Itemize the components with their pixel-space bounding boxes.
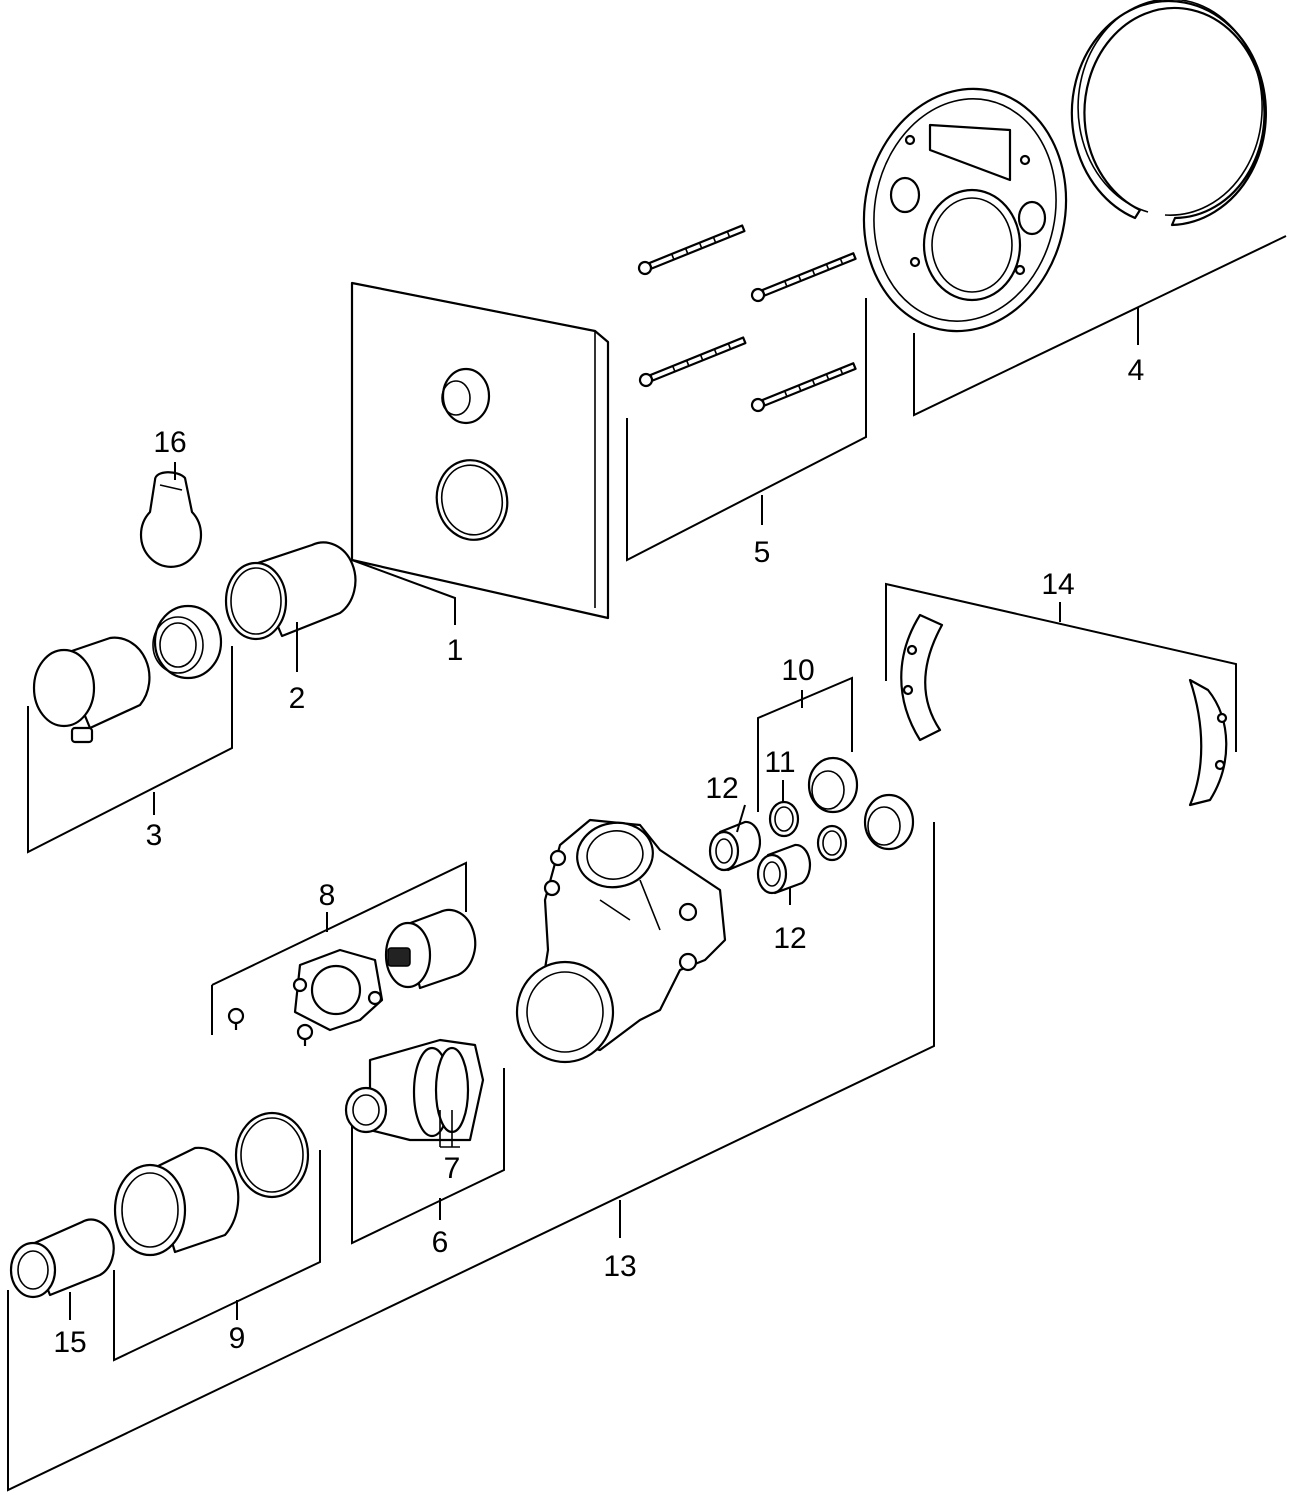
callout-11: 11: [764, 746, 795, 779]
part-15-spline-adapter: [9, 1218, 115, 1299]
callout-3: 3: [146, 819, 163, 852]
callout-4: 4: [1128, 354, 1145, 387]
callout-2: 2: [289, 682, 306, 715]
callout-labels: 1 2 3 4 5 6 7 8 9 10 11 12 12 13 14 15 1…: [53, 354, 1144, 1359]
callout-14: 14: [1041, 568, 1074, 601]
part-5-screws: [637, 224, 857, 413]
part-8-cartridge-flange: [227, 908, 477, 1046]
callout-10: 10: [781, 654, 814, 687]
part-2-cylinder-cap: [224, 541, 357, 641]
callout-8: 8: [319, 879, 336, 912]
callout-13: 13: [603, 1250, 636, 1283]
callout-6: 6: [432, 1226, 449, 1259]
part-16-key-tag: [139, 471, 203, 568]
callout-15: 15: [53, 1326, 86, 1359]
callout-7: 7: [444, 1152, 461, 1185]
part-3-knob-assembly: [32, 604, 223, 744]
part-9-sleeve: [113, 1111, 310, 1257]
callout-16: 16: [153, 426, 186, 459]
part-10-11-12-seals-valves: [708, 756, 915, 895]
part-13-valve-body: [515, 818, 727, 1064]
part-6-7-thermostat-cartridge: [344, 1038, 485, 1148]
callout-12-lower: 12: [773, 922, 806, 955]
part-1-cover-plate: [350, 281, 610, 620]
brackets-and-leaders: [7, 235, 1287, 1492]
callout-12-upper: 12: [705, 772, 738, 805]
part-4-mounting-ring: [862, 0, 1267, 333]
callout-9: 9: [229, 1322, 246, 1355]
callout-5: 5: [754, 536, 771, 569]
callout-1: 1: [447, 634, 464, 667]
part-14-clips: [900, 613, 1228, 807]
